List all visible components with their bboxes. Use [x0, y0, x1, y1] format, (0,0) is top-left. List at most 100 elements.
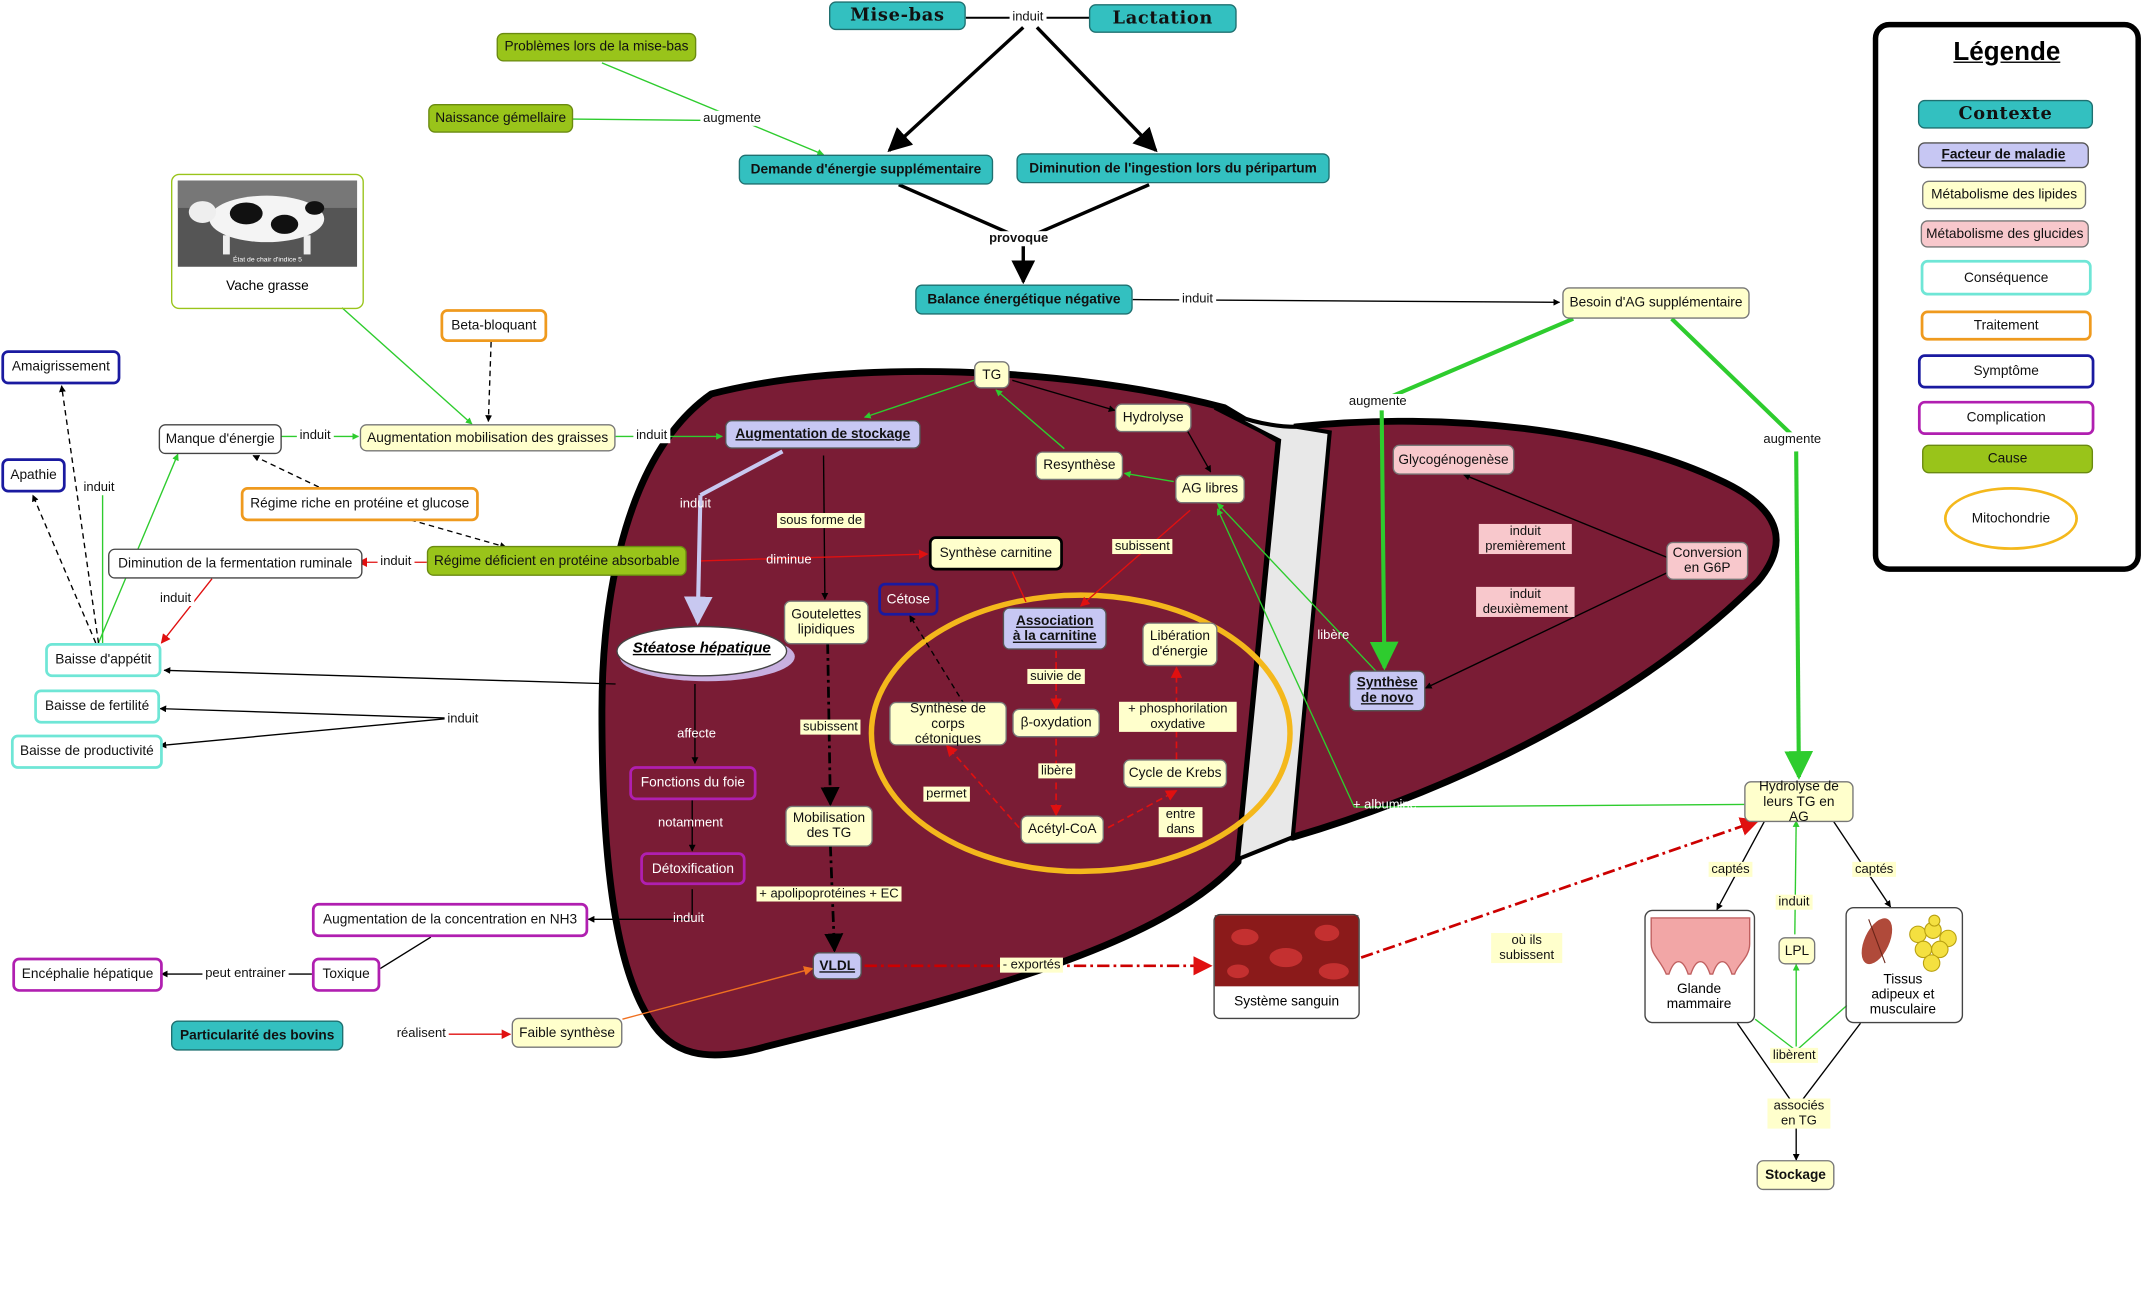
node-hydrolyse: Hydrolyse	[1114, 403, 1192, 433]
label-augmente-top: augmente	[700, 110, 764, 126]
node-stockage-final: Stockage	[1756, 1160, 1835, 1191]
node-regime-riche: Régime riche en protéine et glucose	[240, 487, 479, 522]
label-realisent: réalisent	[393, 1026, 449, 1042]
label-liberent: libèrent	[1770, 1047, 1819, 1063]
node-resynthese: Resynthèse	[1035, 451, 1124, 481]
label-induit-premierement: induit premièrement	[1478, 523, 1572, 555]
label-induit-appetit: induit	[157, 590, 194, 607]
node-fonctions-foie: Fonctions du foie	[629, 766, 757, 801]
legend-facteur: Facteur de maladie	[1917, 142, 2089, 169]
node-tg: TG	[974, 361, 1010, 389]
label-induit-baisses: induit	[444, 711, 482, 727]
label-apolipo: + apolipoprotéines + EC	[756, 886, 902, 902]
legend-glucides: Métabolisme des glucides	[1920, 220, 2089, 248]
node-baisse-fertilite: Baisse de fertilité	[34, 689, 161, 724]
node-detoxification: Détoxification	[640, 852, 746, 886]
node-beta-oxydation: β-oxydation	[1012, 708, 1100, 738]
label-induit-fermentation: induit	[377, 554, 415, 570]
node-systeme-sanguin	[1213, 913, 1360, 1020]
label-sous-forme: sous forme de	[777, 513, 865, 529]
node-mise-bas: Mise-bas	[829, 1, 966, 31]
liver-ligament	[1213, 405, 1332, 863]
node-ag-libres: AG libres	[1175, 474, 1245, 504]
node-cycle-krebs: Cycle de Krebs	[1123, 759, 1228, 788]
node-baisse-appetit: Baisse d'appétit	[45, 642, 162, 678]
vache-photo-text: État de chair d'indice 5	[232, 255, 302, 265]
node-vache-grasse	[171, 173, 364, 310]
node-particularite: Particularité des bovins	[171, 1020, 344, 1051]
mammary-gland-icon	[1650, 917, 1751, 975]
legend-mitochondrie: Mitochondrie	[1943, 487, 2078, 550]
node-hydrolyse-tg: Hydrolyse de leurs TG en AG	[1744, 779, 1854, 824]
label-permet: permet	[923, 786, 970, 802]
label-diminue: diminue	[766, 552, 812, 568]
label-induit-steatose: induit	[679, 496, 711, 512]
node-liberation-energie: Libération d'énergie	[1142, 622, 1218, 667]
cow-icon	[188, 195, 325, 255]
muscle-icon	[1861, 918, 1893, 965]
node-balance: Balance énergétique négative	[915, 284, 1133, 315]
node-mobilisation-tg: Mobilisation des TG	[785, 805, 873, 847]
steatose-ellipse	[616, 625, 788, 677]
label-suivie: suivie de	[1027, 668, 1085, 684]
node-vldl: VLDL	[812, 952, 862, 980]
label-exportes: - exportés	[1000, 957, 1064, 973]
legend-traitement: Traitement	[1920, 310, 2092, 341]
label-entre: entre dans	[1158, 807, 1203, 838]
node-regime-deficient: Régime déficient en protéine absorbable	[426, 545, 687, 576]
node-fermentation: Diminution de la fermentation ruminale	[108, 548, 363, 579]
node-problemes: Problèmes lors de la mise-bas	[496, 32, 697, 62]
node-association-carnitine: Association à la carnitine	[1002, 607, 1107, 650]
legend-lipides: Métabolisme des lipides	[1922, 180, 2087, 210]
label-affecte: affecte	[677, 726, 716, 742]
node-faible-synthese: Faible synthèse	[511, 1017, 623, 1048]
node-beta-bloquant: Beta-bloquant	[440, 309, 548, 342]
node-goutelettes: Goutelettes lipidiques	[783, 600, 869, 645]
legend-title: Légende	[1953, 38, 2061, 68]
label-albumine: + albumine	[1352, 797, 1417, 813]
mitochondria-outline	[868, 592, 1293, 875]
label-captes-right: captés	[1852, 861, 1897, 877]
node-amaigrissement: Amaigrissement	[1, 350, 121, 385]
vache-caption: Vache grasse	[226, 279, 309, 295]
label-induit-nh3: induit	[673, 911, 705, 927]
legend-contexte: Contexte	[1917, 99, 2094, 129]
node-nh3: Augmentation de la concentration en NH3	[311, 902, 589, 938]
label-peut-entrainer: peut entrainer	[202, 965, 289, 981]
label-captes-left: captés	[1708, 861, 1753, 877]
node-cetose: Cétose	[878, 582, 939, 616]
legend-symptome: Symptôme	[1917, 354, 2095, 389]
blood-cells-icon	[1227, 924, 1349, 980]
node-besoin-ag: Besoin d'AG supplémentaire	[1562, 287, 1750, 319]
node-demande: Demande d'énergie supplémentaire	[738, 154, 994, 185]
node-augmentation-stockage: Augmentation de stockage	[725, 419, 921, 449]
node-diminution-ingestion: Diminution de l'ingestion lors du péripa…	[1016, 153, 1330, 184]
node-acetyl-coa: Acétyl-CoA	[1020, 815, 1104, 845]
label-augmente-novo: augmente	[1346, 393, 1410, 410]
node-lpl: LPL	[1778, 937, 1816, 965]
label-induit-lpl: induit	[1775, 894, 1813, 910]
node-gemellaire: Naissance gémellaire	[428, 103, 574, 133]
label-induit-balance: induit	[1179, 291, 1216, 307]
label-induit-apathie: induit	[80, 480, 118, 496]
label-ou-ils-subissent: où ils subissent	[1491, 932, 1563, 964]
node-synthese-carnitine: Synthèse carnitine	[928, 536, 1063, 571]
node-toxique: Toxique	[311, 957, 381, 992]
label-libere-acetyl: libère	[1038, 763, 1076, 779]
node-glycogenogenese: Glycogénogenèse	[1392, 444, 1515, 475]
node-apathie: Apathie	[1, 458, 66, 493]
label-induit-deuxiemement: induit deuxièmement	[1476, 586, 1575, 617]
label-associes: associés en TG	[1767, 1098, 1831, 1129]
node-conversion-g6p: Conversion en G6P	[1666, 541, 1749, 581]
label-provoque: provoque	[986, 231, 1052, 247]
glande-caption: Glande mammaire	[1666, 982, 1732, 1013]
node-lactation: Lactation	[1088, 4, 1237, 33]
label-libere-novo: libère	[1317, 627, 1350, 643]
label-phospho: + phosphorilation oxydative	[1119, 701, 1237, 732]
label-augmente-hydro: augmente	[1760, 432, 1824, 448]
label-induit-manque: induit	[296, 428, 334, 444]
node-synthese-novo: Synthèse de novo	[1348, 670, 1426, 712]
label-subissent-goutelettes: subissent	[800, 719, 861, 735]
label-subissent-ag: subissent	[1112, 538, 1173, 555]
